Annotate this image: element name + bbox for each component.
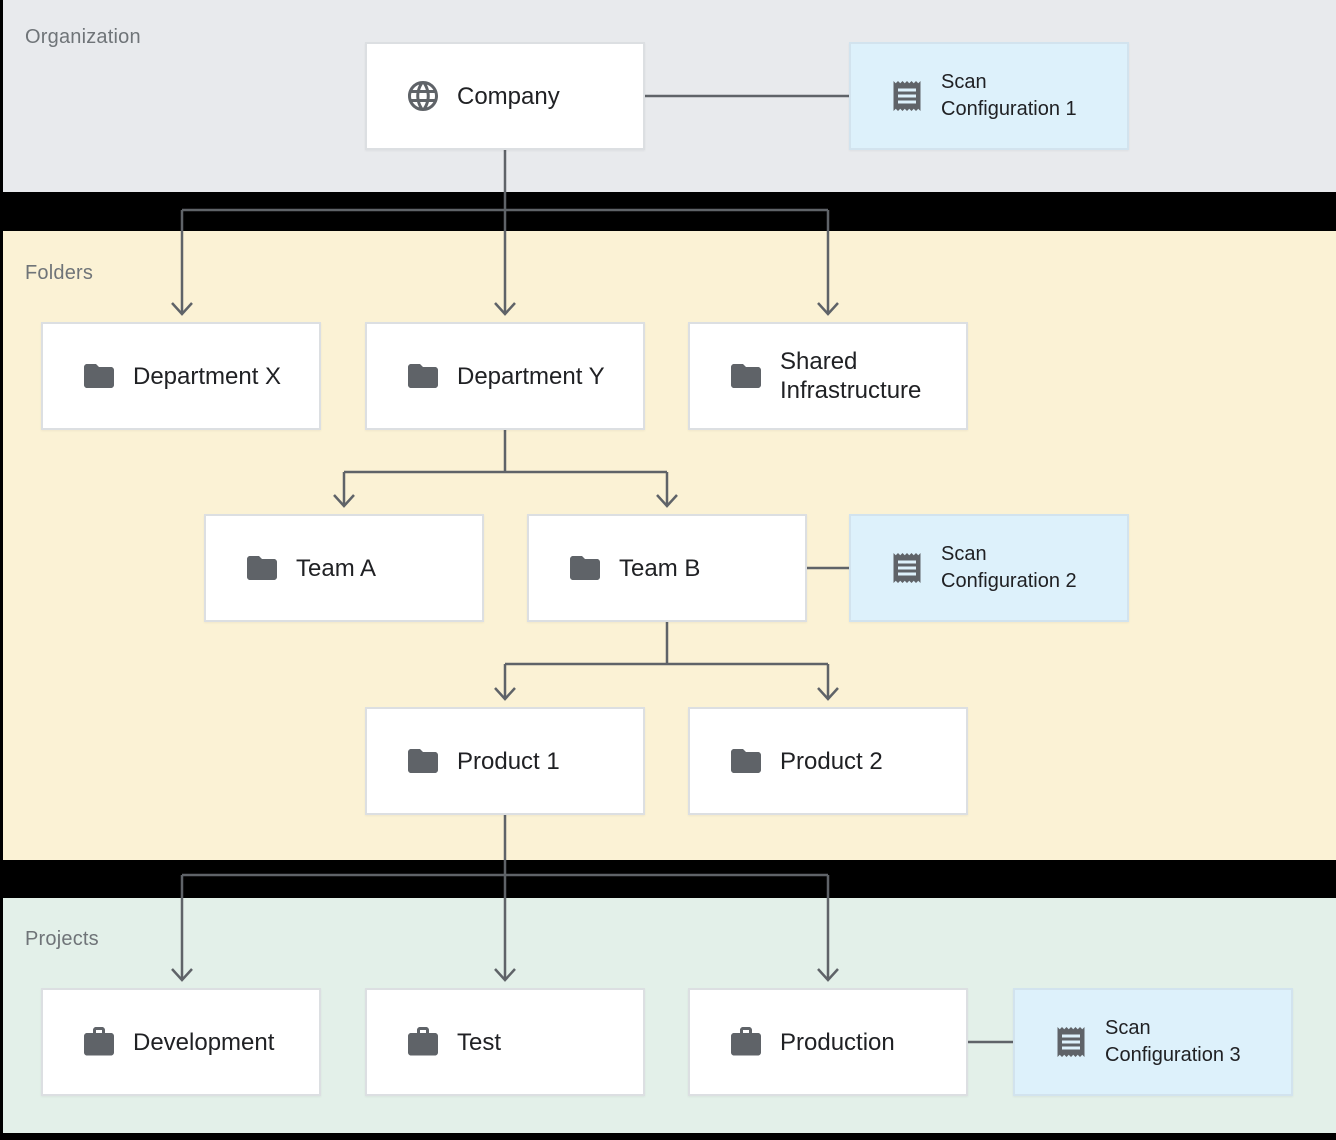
node-label: Company [457,82,560,110]
node-label: Team B [619,554,701,582]
node-department-x: Department X [41,322,321,430]
receipt-icon [889,550,925,586]
node-label: Production [780,1028,895,1056]
folder-icon [567,550,603,586]
folder-icon [244,550,280,586]
folder-icon [728,358,764,394]
node-team-b: Team B [527,514,807,622]
node-product-1: Product 1 [365,707,645,815]
briefcase-icon [405,1024,441,1060]
folder-icon [405,358,441,394]
node-shared-infrastructure: Shared Infrastructure [688,322,968,430]
receipt-icon [1053,1024,1089,1060]
node-label: Scan Configuration 3 [1105,1017,1241,1066]
node-company: Company [365,42,645,150]
node-test: Test [365,988,645,1096]
briefcase-icon [81,1024,117,1060]
node-scan-configuration-3: Scan Configuration 3 [1013,988,1293,1096]
node-label: Department X [133,362,282,390]
node-production: Production [688,988,968,1096]
globe-icon [405,78,441,114]
node-label: Scan Configuration 2 [941,543,1077,592]
briefcase-icon [728,1024,764,1060]
organization-band-label: Organization [25,26,141,48]
node-team-a: Team A [204,514,484,622]
node-label: Shared Infrastructure [780,348,922,404]
node-label: Product 2 [780,747,883,775]
node-development: Development [41,988,321,1096]
node-label: Scan Configuration 1 [941,71,1077,120]
receipt-icon [889,78,925,114]
node-label: Test [457,1028,502,1056]
folders-band-label: Folders [25,262,94,284]
node-product-2: Product 2 [688,707,968,815]
projects-band-label: Projects [25,928,99,950]
node-label: Department Y [457,362,605,390]
node-scan-configuration-1: Scan Configuration 1 [849,42,1129,150]
node-label: Development [133,1028,275,1056]
node-label: Product 1 [457,747,560,775]
node-scan-configuration-2: Scan Configuration 2 [849,514,1129,622]
folder-icon [405,743,441,779]
folder-icon [81,358,117,394]
node-label: Team A [296,554,377,582]
folder-icon [728,743,764,779]
node-department-y: Department Y [365,322,645,430]
